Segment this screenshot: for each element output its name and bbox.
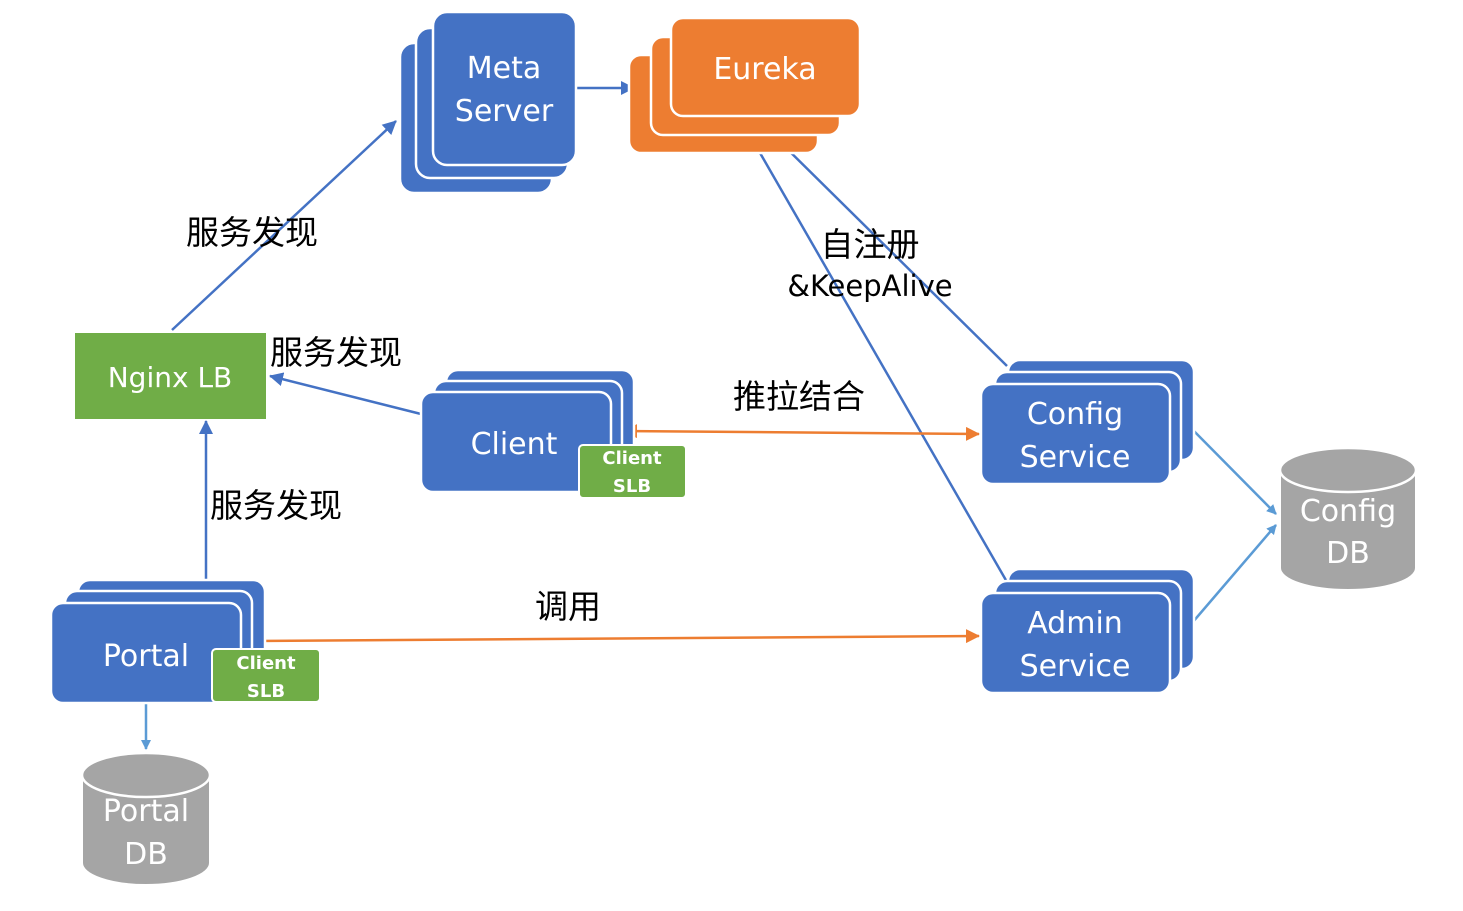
config-service-label-line2: Service [1020,440,1131,475]
arrow-config-to-eureka [770,132,1008,367]
connectors [141,81,1277,750]
eureka-label: Eureka [713,52,816,87]
label-discovery-nginx-meta: 服务发现 [186,213,318,252]
portal-db-label-line2: DB [124,837,168,872]
portal-db-label-line1: Portal [103,794,189,829]
nginx-lb-label: Nginx LB [108,361,233,394]
portal-client-slb-tag-line1: Client [236,653,296,674]
label-discovery-portal-nginx: 服务发现 [210,486,342,525]
config-service-label-line1: Config [1027,397,1123,432]
portal-client-slb-tag: Client SLB [211,648,321,703]
label-push-pull: 推拉结合 [733,377,865,416]
config-db-node[interactable]: Config DB [1278,446,1418,591]
portal-db-node[interactable]: Portal DB [80,751,212,886]
client-label: Client [471,427,558,462]
label-discovery-client-nginx: 服务发现 [270,333,402,372]
eureka-node[interactable]: Eureka [627,16,862,155]
arrow-client-to-nginx [269,372,422,416]
label-self-register: 自注册 [821,225,920,264]
nginx-lb-node[interactable]: Nginx LB [75,333,266,419]
admin-service-label-line2: Service [1020,649,1131,684]
portal-client-slb-tag-line2: SLB [247,681,285,702]
admin-service-node[interactable]: Admin Service [979,567,1196,695]
config-db-label-line1: Config [1300,494,1396,529]
client-slb-tag-line1: Client [602,448,662,469]
portal-label: Portal [103,639,189,674]
label-invoke: 调用 [535,587,601,626]
arrow-nginx-to-meta [171,120,397,331]
config-service-node[interactable]: Config Service [979,358,1196,486]
arrow-client-config-bidirectional [623,424,980,441]
meta-server-label-line2: Server [455,94,554,129]
meta-server-node[interactable]: Meta Server [398,10,578,195]
meta-server-label-line1: Meta [467,51,542,86]
arrow-admin-to-configdb [1185,524,1277,631]
arrow-portal-to-admin [254,629,980,644]
arrow-admin-to-eureka [750,138,1009,583]
arrow-config-to-configdb [1185,422,1277,515]
config-db-label-line2: DB [1326,536,1370,571]
client-slb-tag-line2: SLB [613,476,651,497]
admin-service-label-line1: Admin [1027,606,1123,641]
client-slb-tag: Client SLB [578,444,687,499]
label-keepalive: &KeepAlive [787,269,952,303]
edge-labels: 服务发现 服务发现 服务发现 自注册 &KeepAlive 推拉结合 调用 [186,213,953,626]
